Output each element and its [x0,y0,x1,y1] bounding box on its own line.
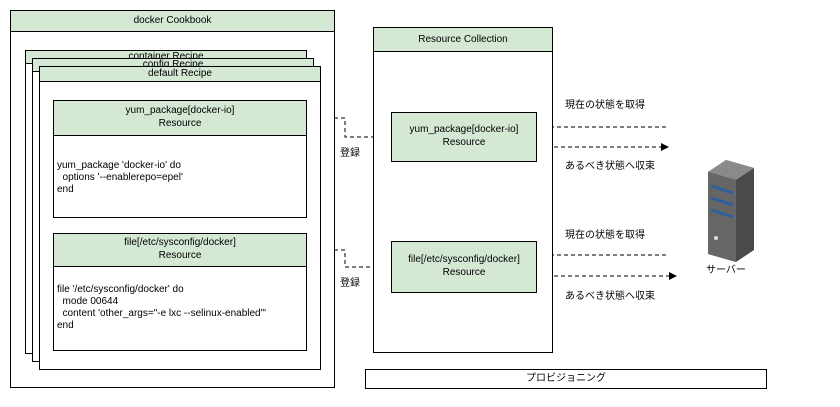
get-state-label-1: 現在の状態を取得 [565,100,645,111]
server-label: サーバー [706,265,746,276]
recipe-resource-1-code: yum_package 'docker-io' do options '--en… [57,160,183,195]
recipe-resource-1-header: yum_package[docker-io] Resource [53,100,307,136]
recipe-resource-2-name: file[/etc/sysconfig/docker] [124,237,236,248]
recipe-resource-1-type: Resource [158,117,202,129]
collection-resource-1-name: yum_package[docker-io] [409,124,519,135]
collection-resource-2-name: file[/etc/sysconfig/docker] [408,254,520,265]
collection-resource-2: file[/etc/sysconfig/docker] Resource [391,241,537,293]
recipe-title-default: default Recipe [39,66,321,82]
get-state-label-2: 現在の状態を取得 [565,230,645,241]
recipe-resource-2-header: file[/etc/sysconfig/docker] Resource [53,233,307,267]
recipe-resource-2-type: Resource [158,249,202,261]
register-connector-2 [306,249,390,271]
recipe-resource-2-code: file '/etc/sysconfig/docker' do mode 006… [57,284,267,331]
collection-resource-1: yum_package[docker-io] Resource [391,112,537,162]
register-label-2: 登録 [340,278,360,289]
register-label-1: 登録 [340,148,360,159]
server-icon [708,160,754,262]
converge-label-1: あるべき状態へ収束 [565,161,655,172]
register-connector-1 [306,117,390,141]
resource-collection [373,27,553,353]
cookbook-title: docker Cookbook [10,10,335,32]
collection-resource-2-type: Resource [442,266,486,278]
resource-collection-title: Resource Collection [373,27,553,52]
converge-label-2: あるべき状態へ収束 [565,291,655,302]
recipe-resource-1-name: yum_package[docker-io] [125,105,235,116]
provisioning-box: プロビジョニング [365,369,767,389]
provisioning-label: プロビジョニング [526,373,606,384]
collection-resource-1-type: Resource [442,136,486,148]
